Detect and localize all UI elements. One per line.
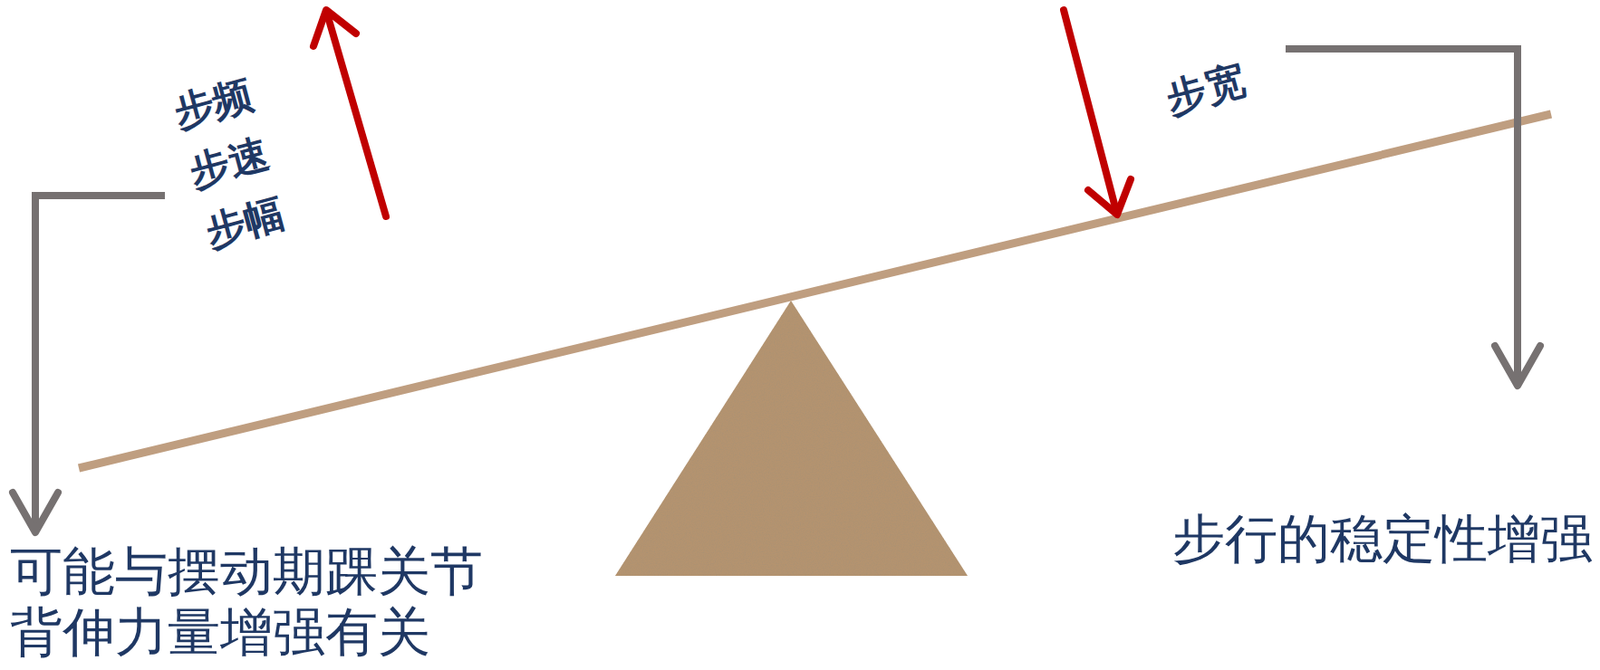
seesaw-beam — [78, 114, 1552, 469]
gait-params-group: 步频 步速 步幅 — [166, 63, 292, 263]
note-text: 可能与摆动期踝关节 背伸力量增强有关 — [9, 541, 499, 663]
fulcrum-texture — [615, 300, 968, 577]
down-arrow — [1063, 9, 1117, 212]
up-arrow — [327, 13, 386, 217]
result-bracket-right-head — [1494, 346, 1541, 386]
result-bracket-left-head — [12, 492, 58, 533]
down-arrow-head — [1088, 179, 1131, 215]
param-label: 步宽 — [1159, 49, 1254, 131]
step-width-group: 步宽 — [1159, 49, 1254, 131]
result-bracket-right — [1285, 48, 1518, 386]
up-arrow-head — [313, 9, 357, 47]
note-text: 步行的稳定性增强 — [1172, 509, 1593, 570]
fulcrum-triangle — [615, 300, 968, 577]
result-bracket-left — [35, 195, 165, 531]
